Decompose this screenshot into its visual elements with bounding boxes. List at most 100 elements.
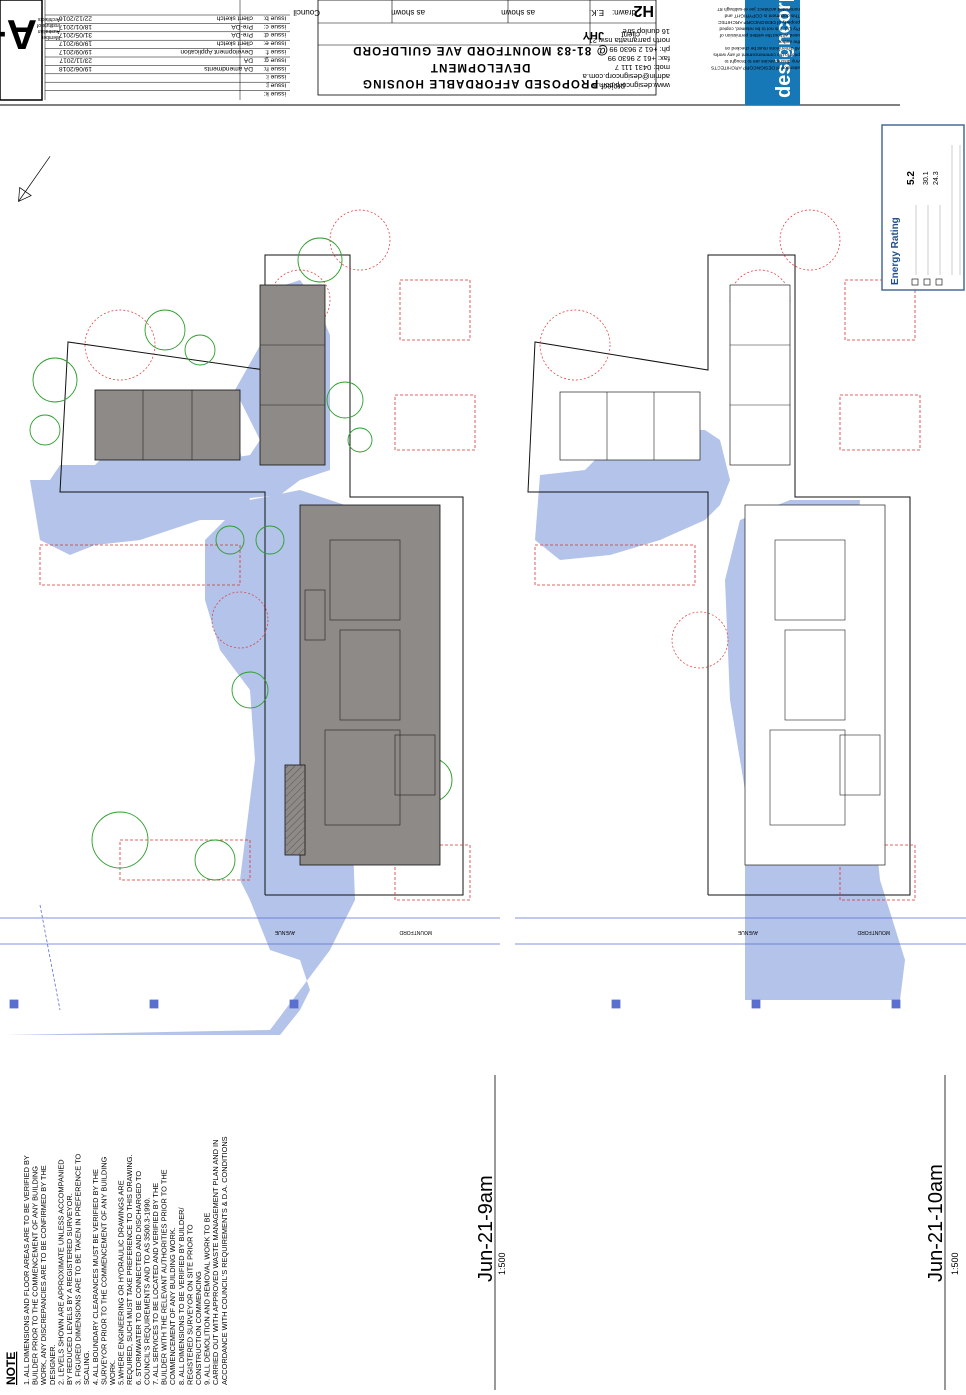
meta-rows <box>318 0 656 46</box>
plan-10am: AVENUE MOUNTFORD <box>515 209 966 1009</box>
firm-name: designcorp <box>773 0 795 98</box>
note-line: WORK. <box>108 1360 117 1385</box>
note-line: CONSTRUCTION COMMENCING <box>194 1271 203 1385</box>
building-lines-9am <box>142 344 436 826</box>
issue-row: issue k: <box>263 90 286 97</box>
notes-heading: NOTE <box>4 1352 18 1385</box>
issue-date: 23/11/2017 <box>59 56 92 63</box>
hatched-area-9am <box>285 765 305 855</box>
member-line: Australian <box>38 28 60 34</box>
issue-desc: client sketch <box>216 14 253 21</box>
issue-label: issue b: <box>263 14 286 21</box>
plan-title-10am: Jun-21-10am <box>925 1164 947 1282</box>
member-line: Institute of <box>36 22 60 28</box>
issue-row: issue e: client sketch 19/09/2017 <box>59 40 286 47</box>
drawn-label: drawn: <box>612 8 636 17</box>
issue-label: issue i: <box>265 73 286 80</box>
note-line: 1. ALL DIMENSIONS AND FLOOR AREAS ARE TO… <box>22 1155 31 1385</box>
issue-table: issue k:issue j:issue i:issue h:DA amend… <box>44 0 290 100</box>
copyright-line: property of DESIGNCORP ARCHITEC <box>717 19 800 25</box>
issue-desc: client sketch <box>216 40 253 47</box>
project-line: @ 81-83 MOUNTFORD AVE GUILDFORD <box>352 44 608 56</box>
issue-desc: DA amendments <box>204 65 253 72</box>
note-line: 6. STORMWATER TO BE CONNECTED AND DISCHA… <box>134 1171 143 1385</box>
member-logo <box>0 0 43 101</box>
project-line: PROPOSED AFFORDABLE HOUSING <box>362 77 598 89</box>
site-boundary-9am <box>59 254 464 896</box>
shadow-area-9am <box>6 280 355 1035</box>
note-line: COMMENCEMENT OF ANY BUILDING WORK. <box>168 1227 177 1385</box>
site-boundary-10am <box>527 254 911 896</box>
address-line: www.designcorp.com.a <box>592 81 671 90</box>
copyright-line: Any discrepancies are to brought to <box>724 58 800 64</box>
north-arrow-small <box>18 156 51 202</box>
issue-row: issue i: <box>265 73 286 80</box>
note-line: BY REDUCED LEVELS BY A REGISTERED SURVEY… <box>65 1193 74 1385</box>
scale-value-b: as shown <box>501 8 535 17</box>
address-line: north parramatta nsw 21 <box>589 36 670 45</box>
copyright-line: prior to the commencement of any works <box>713 52 800 58</box>
project-label: project <box>600 82 625 91</box>
buildings-10am <box>559 284 886 866</box>
energy-rating: 5.2 <box>906 171 917 185</box>
issue-label: issue g: <box>263 56 286 63</box>
address-line: fax: +61 2 9630 99 <box>608 54 670 63</box>
issue-label: issue f: <box>265 48 286 55</box>
member-line: Member <box>41 34 60 40</box>
plan-9am: AVENUE MOUNTFORD <box>0 209 500 1035</box>
note-line: 4. ALL BOUNDARY CLEARANCES MUST BE VERIF… <box>91 1169 100 1385</box>
note-line: SCALING. <box>82 1351 91 1386</box>
notes-block: NOTE 1. ALL DIMENSIONS AND FLOOR AREAS A… <box>4 1136 229 1385</box>
street-10am <box>515 917 966 1009</box>
issue-label: issue j: <box>265 82 286 89</box>
energy-v2: 24.3 <box>933 171 940 185</box>
tree-canopies-red-9am <box>84 209 391 649</box>
issue-date: 19/09/2017 <box>59 40 92 47</box>
issue-desc: Pre-DA <box>231 23 253 30</box>
note-line: 7. ALL SERVICES TO BE LOCATED AND VERIFI… <box>151 1183 160 1385</box>
project-line: DEVELOPMENT <box>430 61 531 73</box>
note-line: 5.WHERE ENGINEERING OR HYDRAULIC DRAWING… <box>117 1180 126 1385</box>
council-label: Council <box>293 8 320 17</box>
note-line: CARRIED OUT WITH APPROVED WASTE MANAGEME… <box>211 1140 220 1385</box>
issue-date: 31/05/2017 <box>59 31 92 38</box>
issue-label: issue d: <box>263 31 286 38</box>
issue-date: 18/01/2017 <box>59 23 92 30</box>
street-label-mountford-9am: MOUNTFORD <box>399 929 432 935</box>
firm-sub: ARCHITECTS <box>764 65 770 98</box>
copyright-line: Pty Ltd. It is not to be retained, copie… <box>719 26 800 32</box>
building-lines-10am <box>606 344 881 826</box>
copyright-line: All dimensions must be checked on <box>724 45 800 51</box>
copyright-line: used without the written permission of <box>719 32 800 38</box>
issue-date: 19/06/2018 <box>59 65 92 72</box>
note-line: BUILDER PRIOR TO THE COMMENCEMENT OF ANY… <box>31 1166 40 1385</box>
note-line: ACCORDANCE WITH COUNCIL'S REQUIREMENTS &… <box>220 1136 229 1385</box>
member-line: Architects <box>38 16 60 22</box>
project-box <box>317 0 657 96</box>
note-line: 9. ALL DEMOLITION AND REMOVAL WORK TO BE <box>203 1213 212 1385</box>
plan-scale-9am: 1:500 <box>497 1252 507 1275</box>
member-logo-text: A+ <box>0 11 37 58</box>
issue-date: 19/09/2017 <box>59 48 92 55</box>
client-label: client <box>621 30 640 39</box>
project-lines: PROPOSED AFFORDABLE HOUSING DEVELOPMENT @ … <box>352 44 608 89</box>
firm-logo-box <box>745 0 800 105</box>
copyright-line: attention of DESIGNCORP ARCHITECTS <box>711 65 800 71</box>
plan-scale-10am: 1:500 <box>950 1252 960 1275</box>
note-line: SURVEYOR PRIOR TO THE COMMENCEMENT OF AN… <box>99 1156 108 1385</box>
note-line: COUNCIL'S REQUIREMENTS AND TO AS 3500.3-… <box>142 1197 151 1385</box>
drawn-value: E.K. <box>589 8 604 17</box>
client-value: JHY <box>582 29 604 41</box>
note-line: 8. ALL DIMENSIONS TO BE VERIFIED BY BUIL… <box>177 1206 186 1385</box>
issue-label: issue e: <box>263 40 286 47</box>
issue-desc: DA <box>243 56 253 63</box>
street-label-avenue-9am: AVENUE <box>274 929 295 935</box>
energy-title: Energy Rating <box>890 217 901 285</box>
issue-row: issue j: <box>265 82 286 89</box>
